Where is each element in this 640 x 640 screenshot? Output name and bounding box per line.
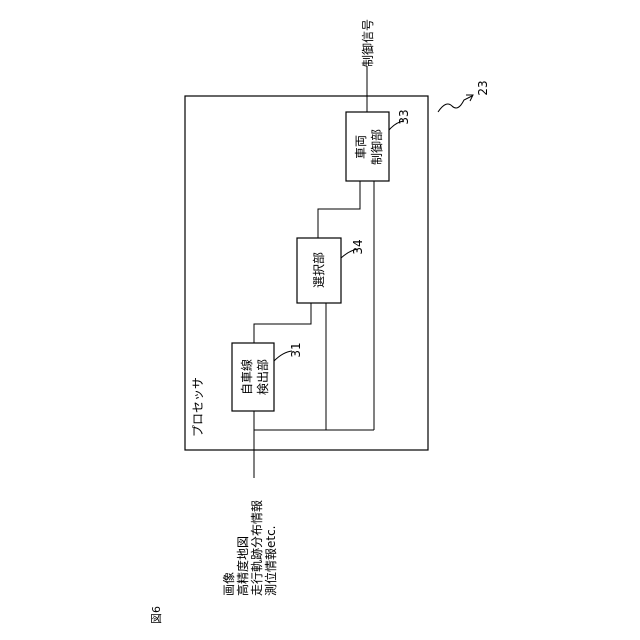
vehicle-control-label-2: 制御部 xyxy=(369,129,384,165)
lane-detect-ref: 31 xyxy=(289,342,303,357)
figure-label: 図6 xyxy=(150,606,163,624)
vehicle-control-label-1: 車両 xyxy=(354,135,368,159)
lane-detect-label-1: 自車線 xyxy=(239,359,254,395)
vehicle-control-ref: 33 xyxy=(397,109,411,124)
processor-ref: 23 xyxy=(476,80,490,95)
input-labels: 画像 高精度地図 走行軌跡分布情報 測位情報etc. xyxy=(222,500,278,596)
selector-label: 選択部 xyxy=(311,252,326,288)
processor-label: プロセッサ xyxy=(191,377,205,437)
processor-leader xyxy=(438,96,472,112)
selector-ref: 34 xyxy=(351,239,365,254)
input-label-3: 走行軌跡分布情報 xyxy=(249,500,264,596)
lane-detect-label-2: 検出部 xyxy=(255,359,270,395)
input-label-2: 高精度地図 xyxy=(235,536,250,596)
input-label-1: 画像 xyxy=(222,572,236,596)
input-label-4: 測位情報etc. xyxy=(263,525,278,596)
output-label: 制御信号 xyxy=(360,19,375,67)
